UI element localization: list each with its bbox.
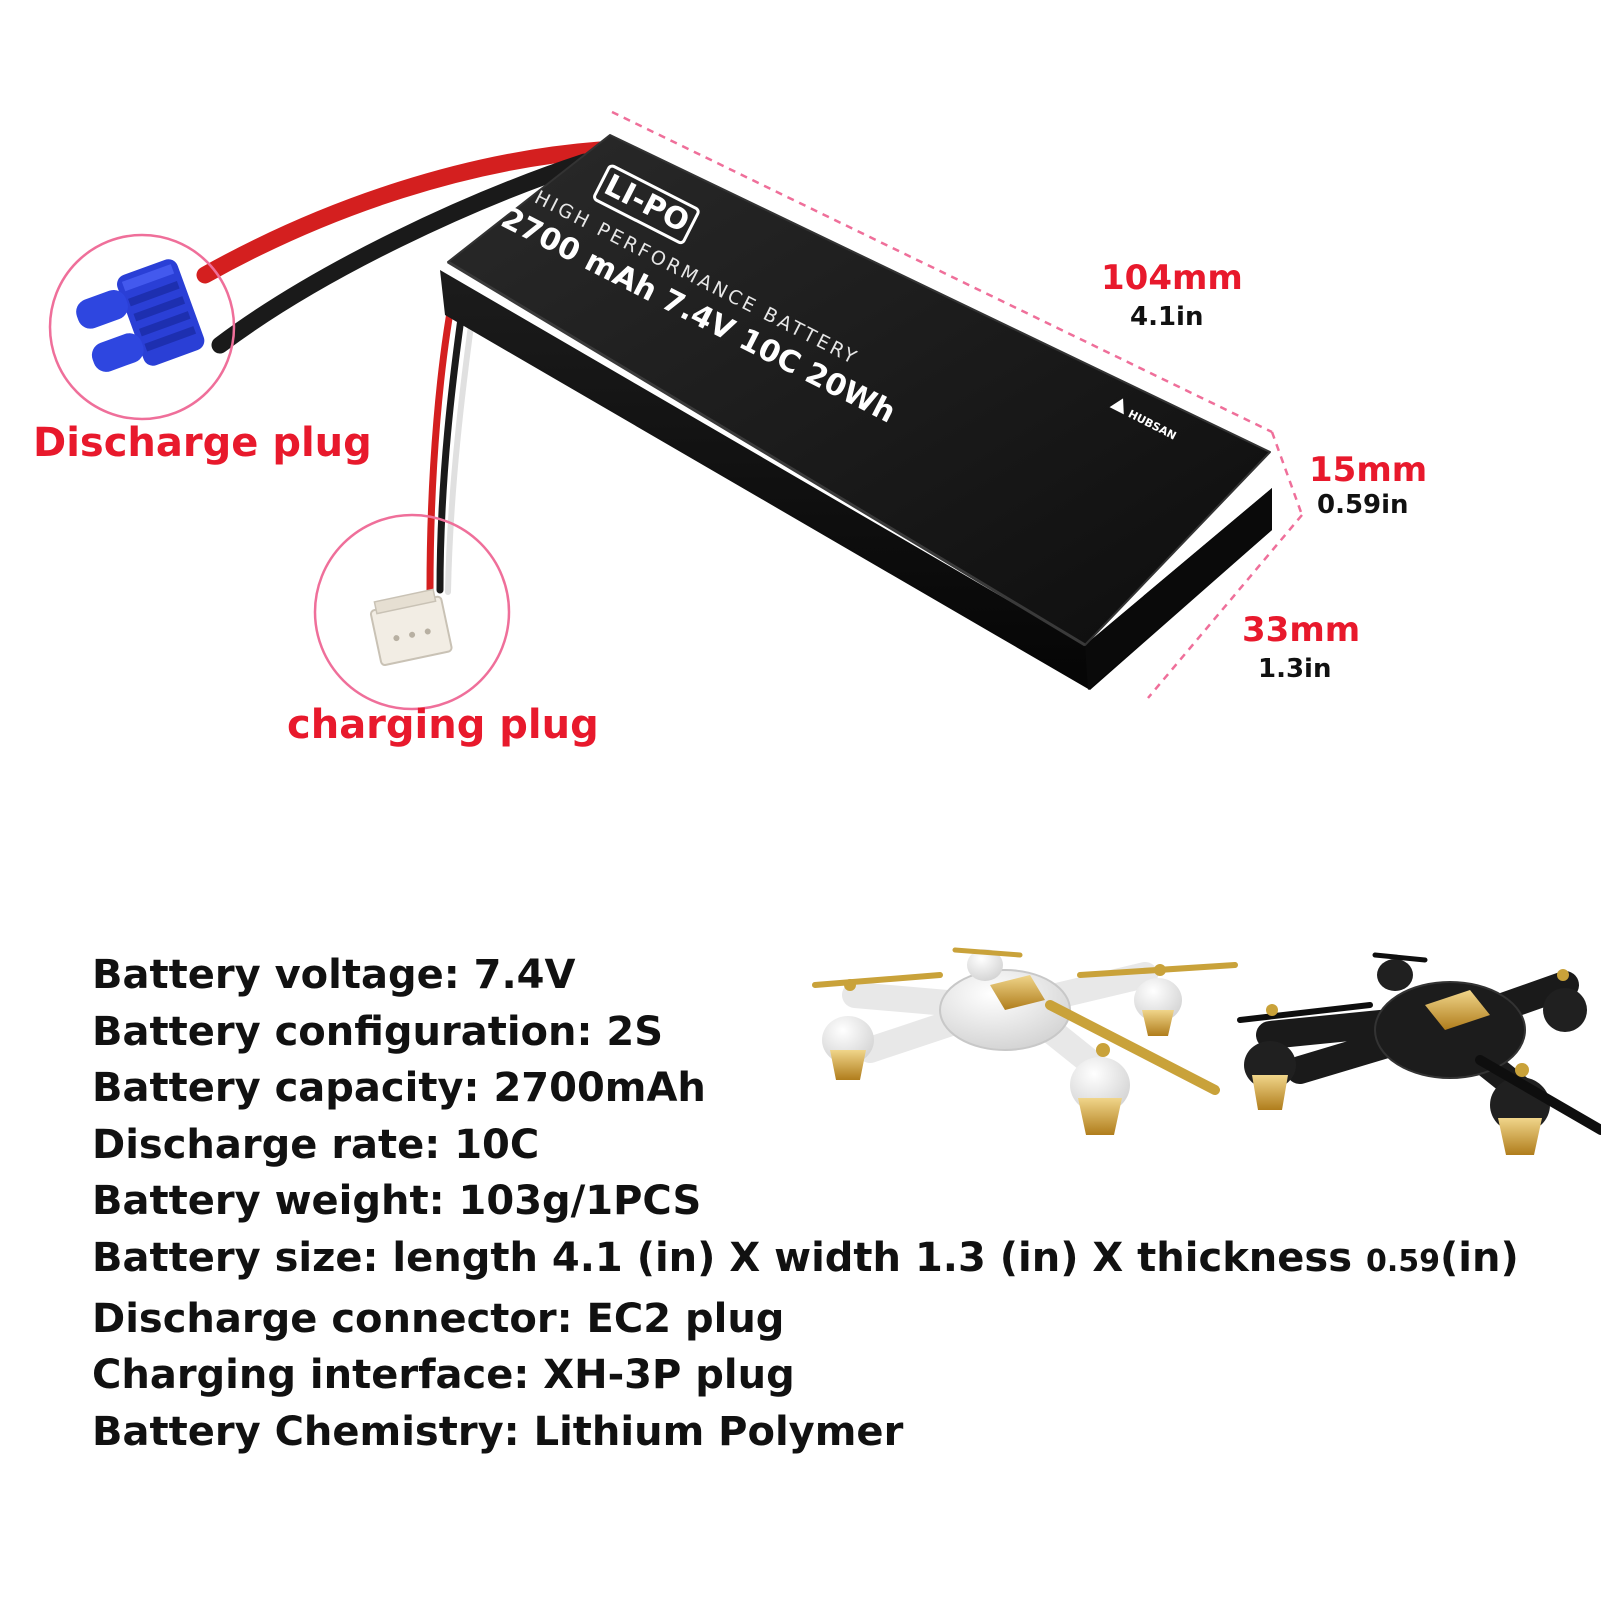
spec-capacity: Battery capacity: 2700mAh	[92, 1065, 706, 1112]
thickness-in-label: 0.59in	[1317, 490, 1409, 520]
spec-charging-interface: Charging interface: XH-3P plug	[92, 1352, 795, 1399]
spec-size-suffix: (in)	[1439, 1234, 1519, 1281]
brand-logo-icon	[1109, 398, 1124, 415]
discharge-plug-label: Discharge plug	[33, 420, 372, 466]
spec-chemistry: Battery Chemistry: Lithium Polymer	[92, 1408, 904, 1455]
charging-plug-label: charging plug	[287, 702, 599, 748]
spec-voltage: Battery voltage: 7.4V	[92, 952, 576, 998]
dimension-guides	[611, 110, 1304, 699]
charging-plug-highlight	[313, 513, 511, 711]
thickness-mm-label: 15mm	[1309, 450, 1428, 490]
xh3p-connector-icon	[369, 588, 453, 666]
lipo-logo-frame	[593, 164, 700, 245]
discharge-plug-highlight	[48, 233, 236, 421]
spec-discharge-rate: Discharge rate: 10C	[92, 1121, 540, 1168]
length-guide-line	[611, 110, 1273, 434]
spec-size-prefix: Battery size: length 4.1 (in) X width 1.…	[92, 1234, 1366, 1281]
length-in-label: 4.1in	[1130, 302, 1204, 332]
width-guide-line	[1147, 514, 1303, 699]
spec-weight: Battery weight: 103g/1PCS	[92, 1178, 702, 1225]
ec2-connector-icon	[76, 259, 205, 372]
charging-wires	[426, 281, 478, 595]
width-in-label: 1.3in	[1258, 654, 1332, 684]
width-mm-label: 33mm	[1242, 610, 1361, 650]
drone-black-icon	[1237, 952, 1601, 1155]
discharge-wires	[196, 141, 609, 354]
spec-list: Battery voltage: 7.4V Battery configurat…	[92, 947, 1519, 1460]
length-mm-label: 104mm	[1101, 258, 1243, 298]
lipo-battery: LI-PO HIGH PERFORMANCE BATTERY 2700 mAh …	[440, 134, 1272, 690]
spec-configuration: Battery configuration: 2S	[92, 1008, 664, 1055]
spec-size-thickness: 0.59	[1365, 1243, 1440, 1279]
spec-size: Battery size: length 4.1 (in) X width 1.…	[92, 1230, 1519, 1291]
spec-discharge-connector: Discharge connector: EC2 plug	[92, 1295, 785, 1342]
thickness-guide-line	[1270, 431, 1304, 516]
drone-white-icon	[812, 947, 1238, 1135]
